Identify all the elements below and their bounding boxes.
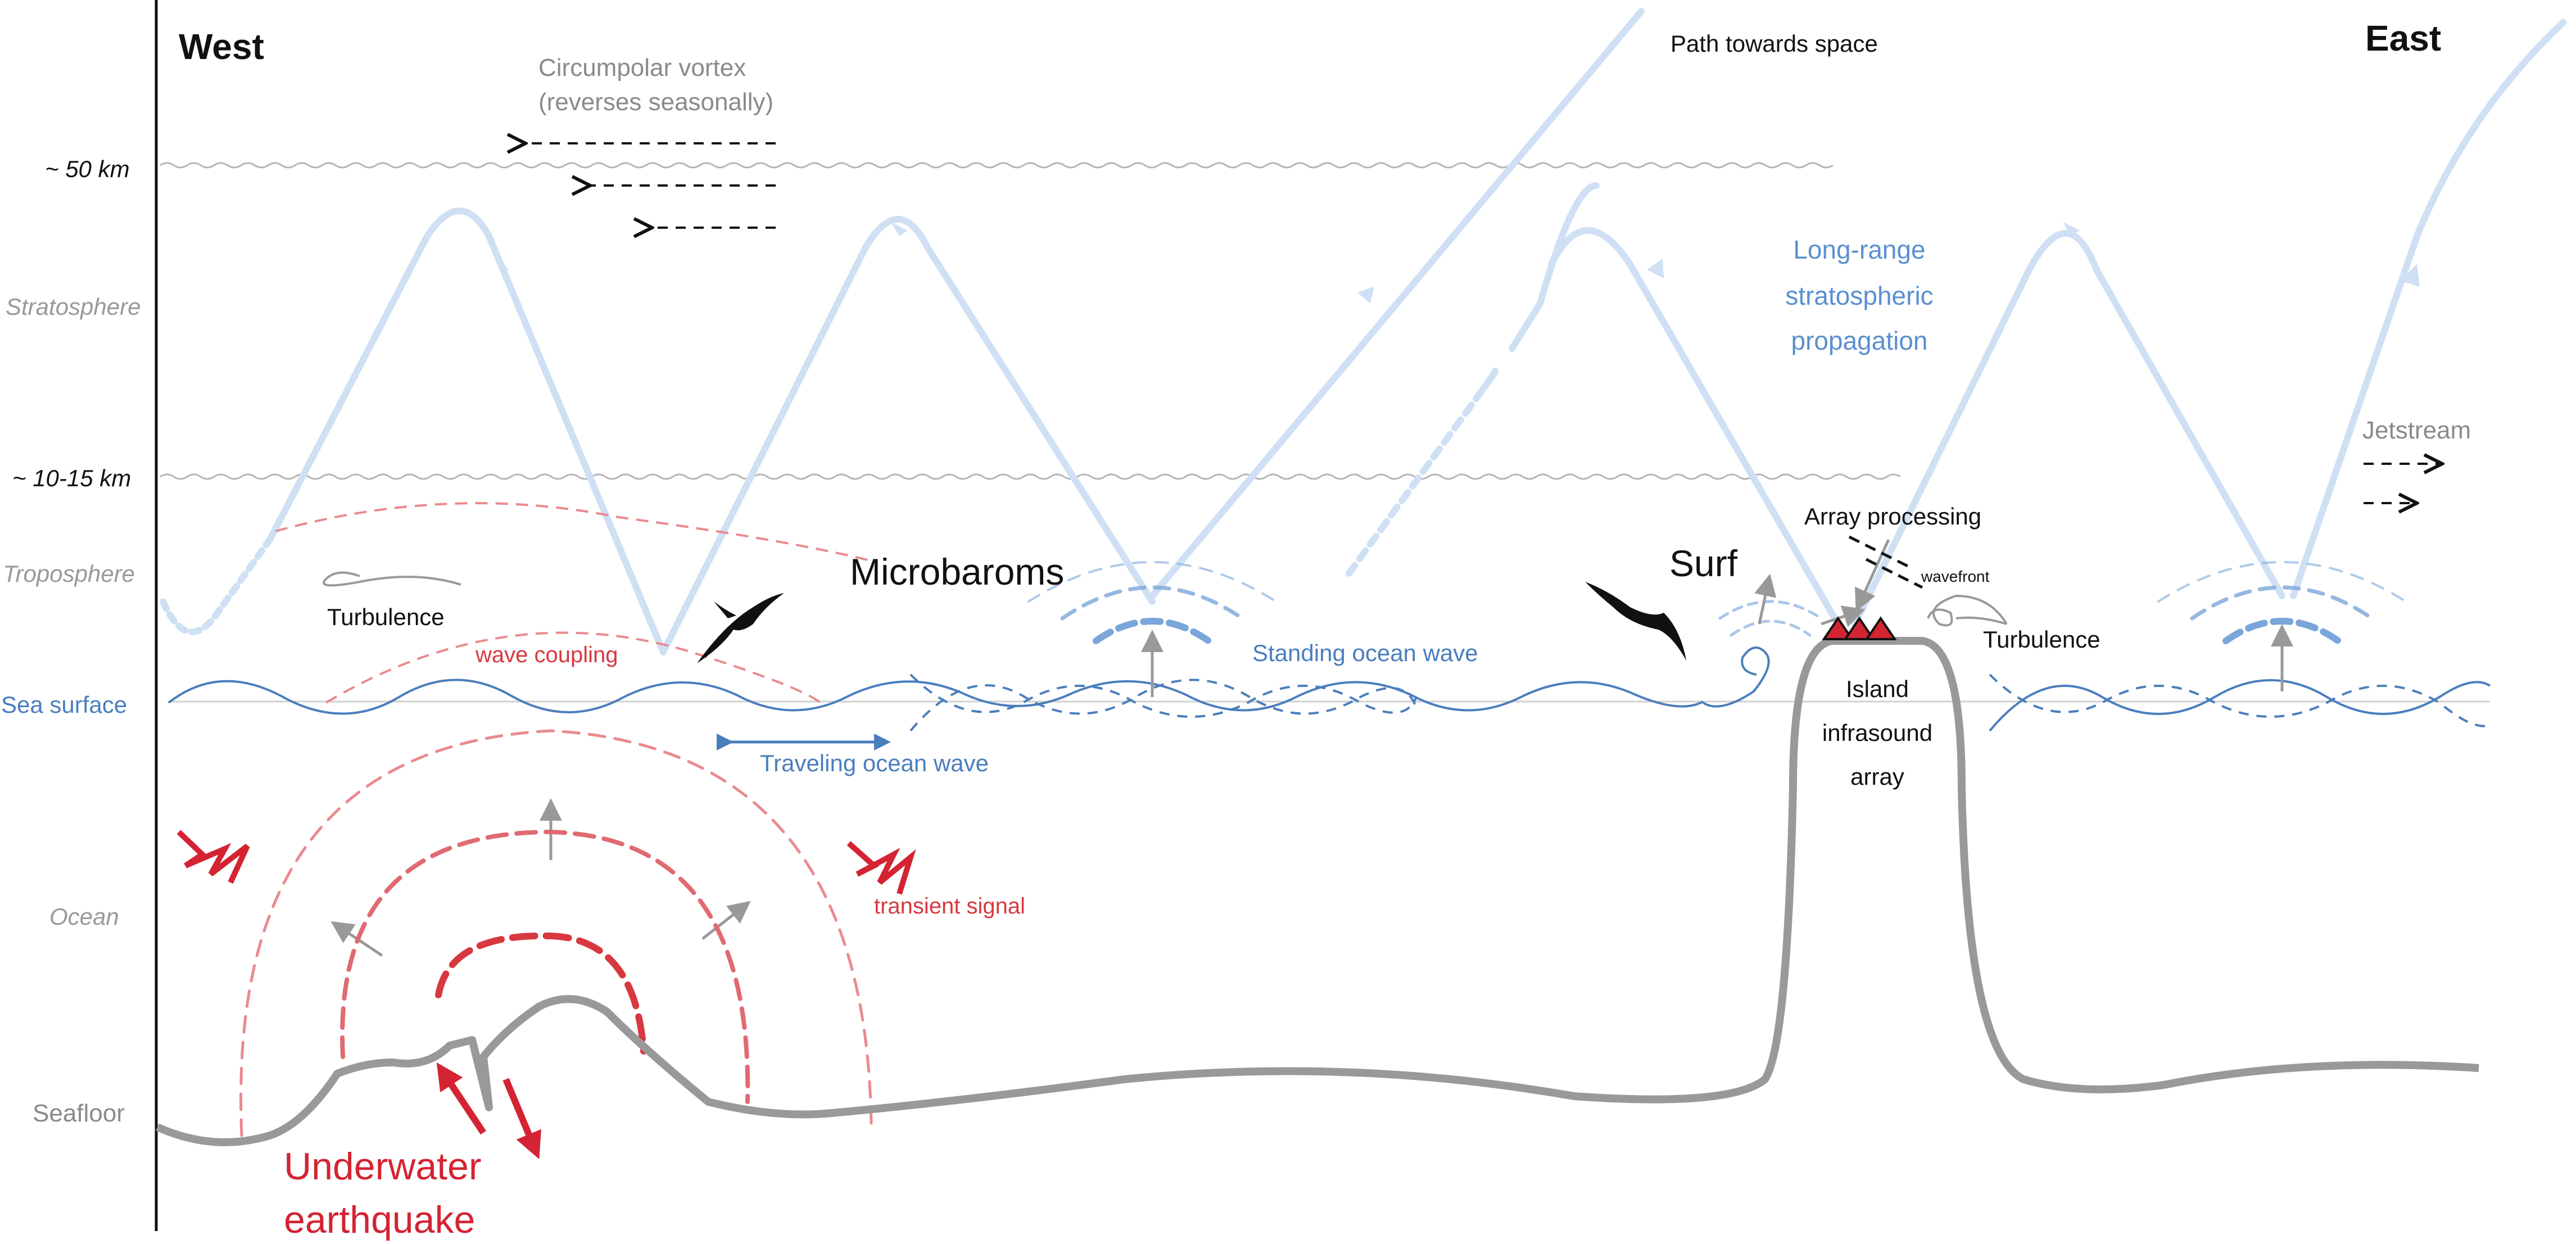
wavefront-label: wavefront	[1921, 568, 1990, 585]
long-range-label-2: stratospheric	[1785, 281, 1933, 310]
earthquake-label-2: earthquake	[284, 1198, 475, 1241]
long-range-label-3: propagation	[1791, 326, 1928, 355]
standing-wave-right	[1989, 679, 2491, 732]
seismic-zigzag-icon	[846, 841, 916, 895]
jetstream-label: Jetstream	[2362, 417, 2471, 444]
troposphere-label: Troposphere	[3, 560, 135, 587]
turbulence-right-label: Turbulence	[1983, 626, 2100, 653]
ocean-label: Ocean	[49, 903, 119, 930]
turbulence-left-label: Turbulence	[327, 604, 445, 630]
array-processing-label: Array processing	[1804, 503, 1981, 530]
station-triangle-icon	[1843, 616, 1876, 640]
surf-breaking-wave	[1702, 646, 1770, 708]
seafloor-label: Seafloor	[33, 1100, 125, 1127]
stratosphere-label: Stratosphere	[6, 293, 141, 320]
path-towards-space-label: Path towards space	[1670, 30, 1878, 57]
transient-signal-label: transient signal	[874, 894, 1025, 919]
fault-arrows	[436, 1062, 541, 1160]
seafloor-terrain	[156, 637, 2479, 1146]
traveling-wave-label: Traveling ocean wave	[760, 750, 989, 776]
wave-coupling-arcs	[275, 502, 877, 704]
microbaroms-label: Microbaroms	[850, 551, 1064, 592]
standing-wave-right-dashed	[1989, 673, 2491, 727]
standing-wave-dashed-left	[909, 678, 1418, 732]
earthquake-wavefronts	[239, 729, 873, 1137]
infrasound-stations	[1822, 616, 1897, 640]
ray-arrowheads	[495, 222, 2420, 304]
earthquake-label-1: Underwater	[284, 1145, 482, 1188]
vortex-label-line2: (reverses seasonally)	[538, 88, 773, 116]
sea-surface-label: Sea surface	[1, 691, 127, 718]
grey-arrows	[331, 539, 2293, 957]
stratospheric-rays	[160, 8, 2566, 655]
bird-icon	[1585, 582, 1686, 661]
wave-coupling-label: wave coupling	[475, 643, 618, 667]
turbulence-swirl-icon	[323, 571, 461, 587]
station-triangle-icon	[1864, 616, 1897, 640]
traveling-ocean-wave	[167, 678, 1704, 715]
standing-wave-dashed-left-b	[909, 673, 1418, 718]
layer-line-50km	[160, 162, 1833, 169]
bird-icon	[697, 593, 784, 663]
altitude-10-15km-label: ~ 10-15 km	[12, 465, 131, 491]
west-label: West	[179, 26, 264, 67]
microbarom-arcs-right	[2157, 561, 2407, 644]
layer-line-tropopause	[160, 473, 1901, 480]
island-label-1: Island	[1846, 676, 1909, 702]
standing-wave-label: Standing ocean wave	[1252, 640, 1478, 666]
island-label-3: array	[1850, 763, 1904, 790]
seismic-zigzag-icon	[176, 830, 250, 884]
wavefront-lines	[1848, 535, 1923, 589]
station-triangle-icon	[1822, 616, 1854, 640]
surf-arcs	[1718, 600, 1823, 637]
vortex-label-line1: Circumpolar vortex	[538, 54, 746, 82]
microbarom-arcs-left	[1027, 561, 1277, 644]
altitude-50km-label: ~ 50 km	[45, 156, 130, 182]
east-label: East	[2365, 18, 2441, 58]
long-range-label-1: Long-range	[1793, 235, 1925, 264]
vortex-arrows	[526, 143, 776, 228]
turbulence-swirl-icon	[1927, 594, 2008, 627]
jetstream-arrows	[2364, 464, 2442, 503]
surf-label: Surf	[1669, 542, 1738, 584]
island-label-2: infrasound	[1822, 720, 1932, 746]
